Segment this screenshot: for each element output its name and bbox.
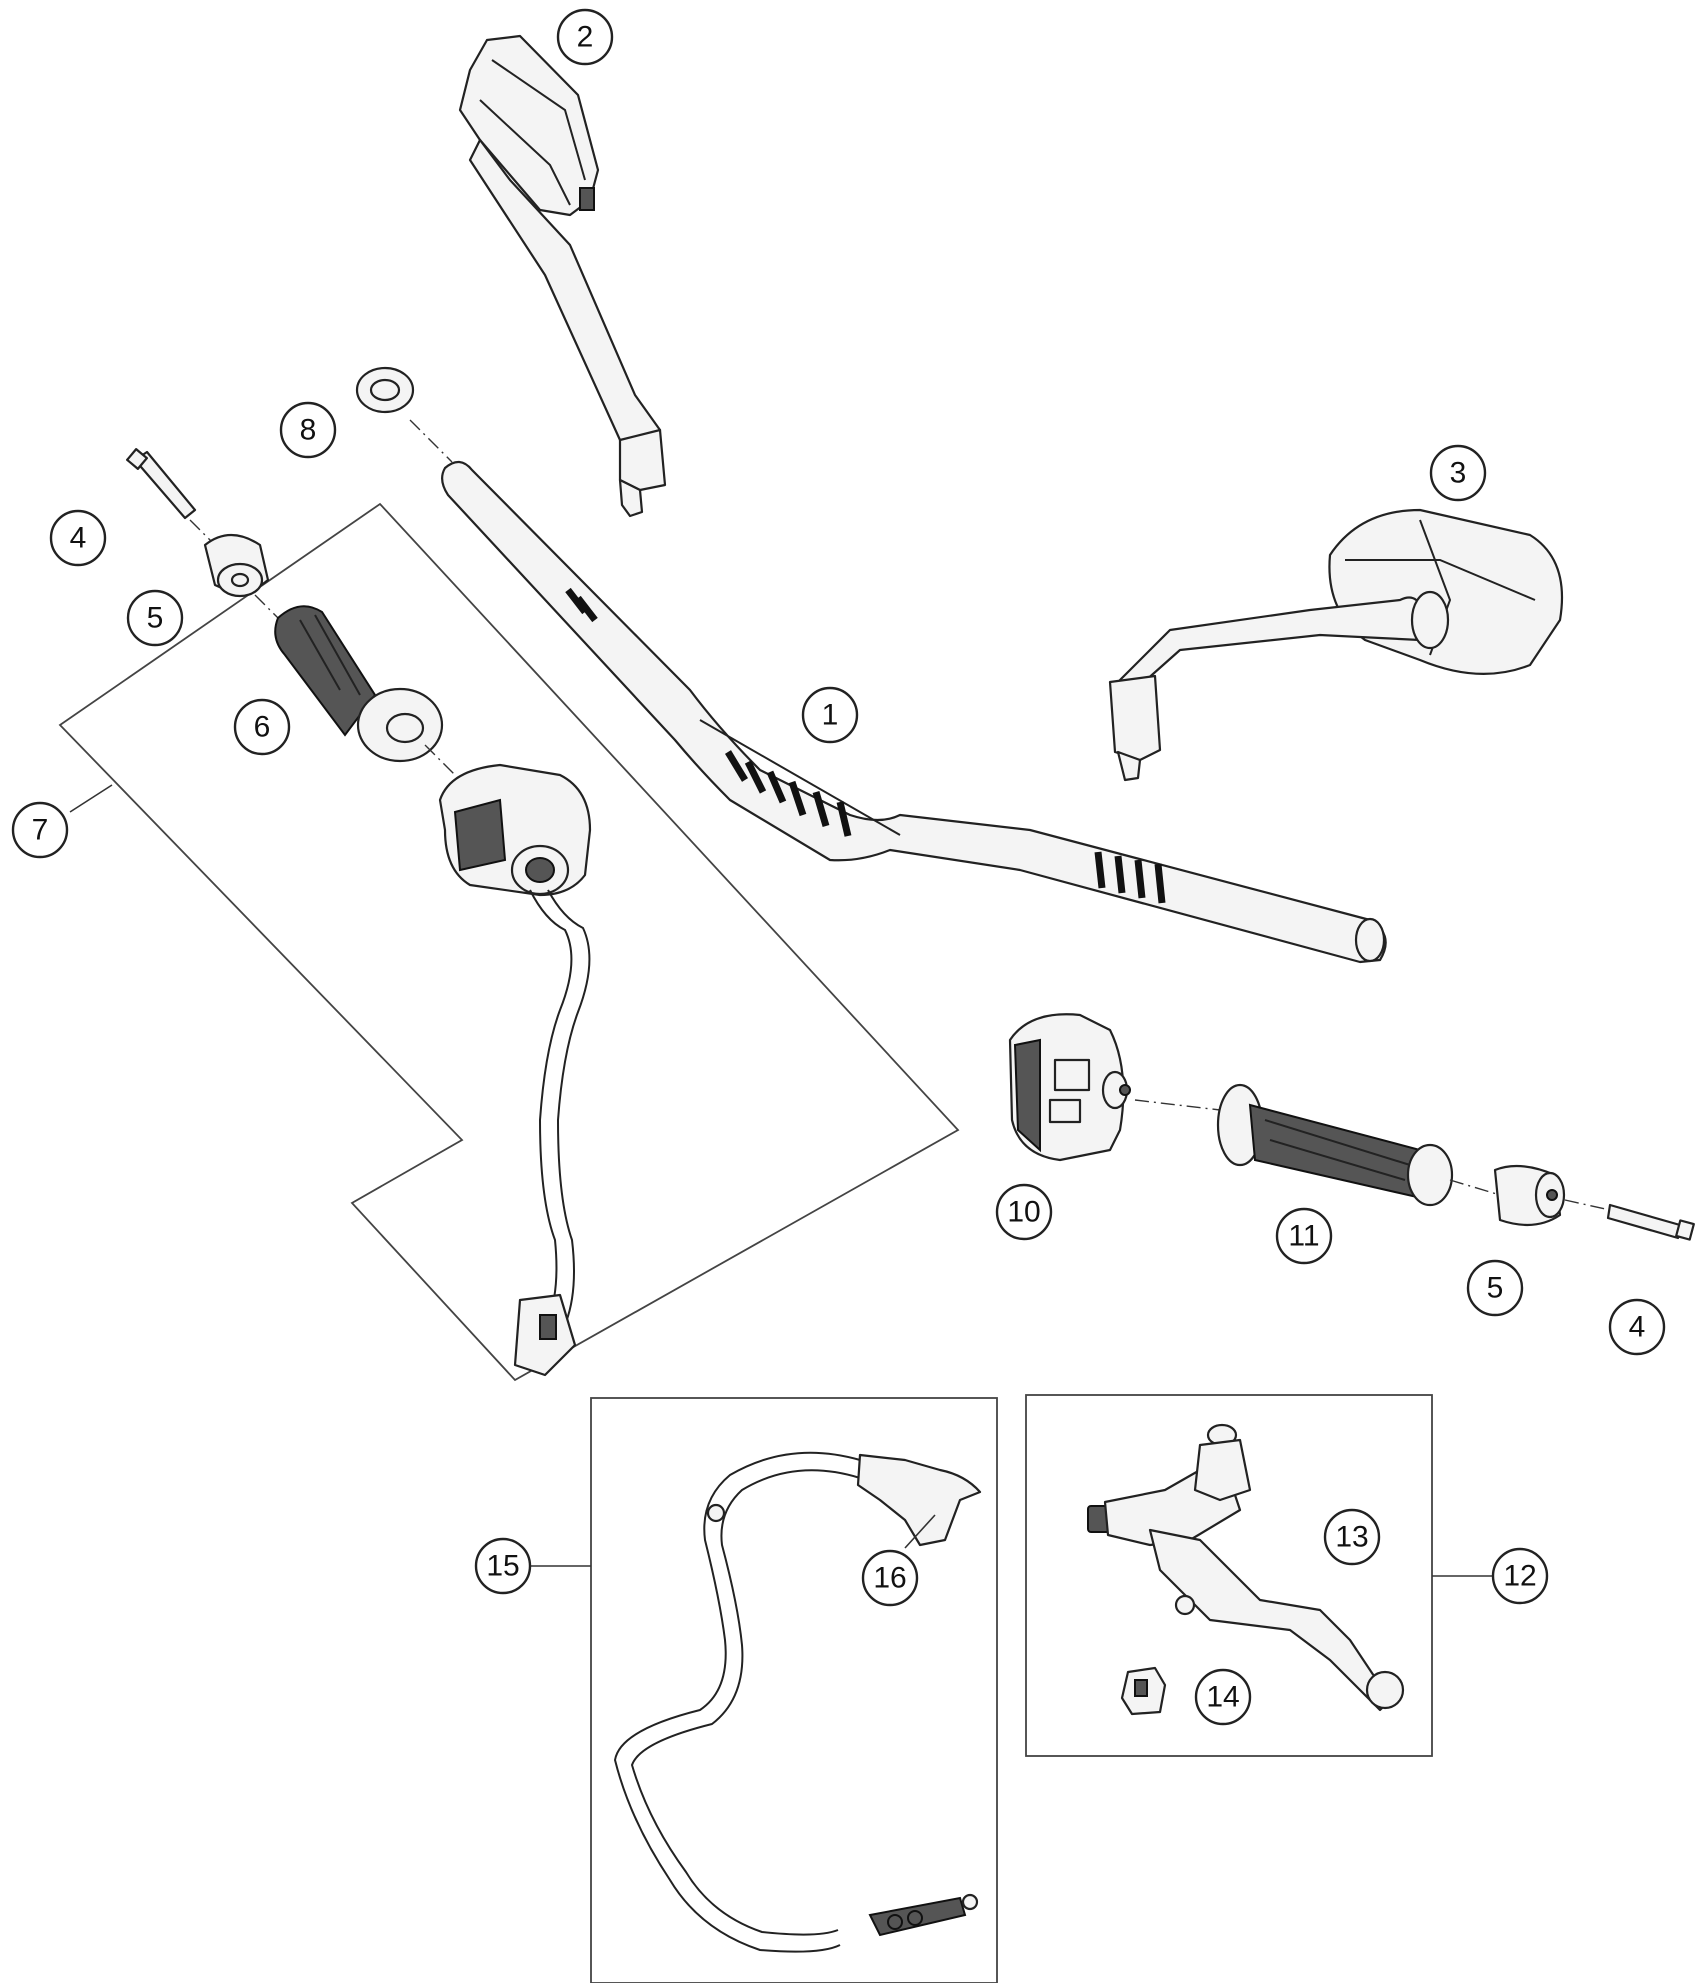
switch-right bbox=[1008, 1013, 1131, 1162]
callout-5-left: 5 bbox=[126, 589, 184, 647]
lever-clamp bbox=[1120, 1666, 1167, 1716]
svg-text:14: 14 bbox=[1206, 1681, 1239, 1714]
svg-text:4: 4 bbox=[1629, 1311, 1646, 1344]
callout-4-left: 4 bbox=[49, 509, 107, 567]
group-outline-7 bbox=[58, 502, 960, 1382]
centerline-5-right bbox=[1564, 1199, 1611, 1211]
mirror-right bbox=[1108, 508, 1564, 782]
leader-16 bbox=[904, 1514, 936, 1549]
centerline-8 bbox=[409, 419, 453, 463]
svg-text:11: 11 bbox=[1288, 1220, 1319, 1253]
grip-left bbox=[274, 605, 444, 763]
svg-text:3: 3 bbox=[1450, 457, 1467, 490]
handlebar bbox=[441, 460, 1387, 964]
callout-14: 14 bbox=[1194, 1668, 1252, 1726]
svg-text:7: 7 bbox=[32, 814, 49, 847]
svg-text:6: 6 bbox=[254, 711, 271, 744]
callout-4-right: 4 bbox=[1608, 1298, 1666, 1356]
centerline-10 bbox=[1134, 1099, 1221, 1111]
centerline-11 bbox=[1449, 1179, 1501, 1196]
callout-13: 13 bbox=[1323, 1508, 1381, 1566]
svg-text:5: 5 bbox=[147, 602, 164, 635]
clutch-lever-assembly bbox=[1087, 1423, 1405, 1712]
svg-text:2: 2 bbox=[577, 21, 594, 54]
callout-1: 1 bbox=[801, 686, 859, 744]
callout-10: 10 bbox=[995, 1183, 1053, 1241]
svg-text:15: 15 bbox=[486, 1550, 519, 1583]
switch-assembly-left bbox=[438, 763, 592, 1377]
bar-end-screw-right bbox=[1606, 1203, 1695, 1241]
svg-text:16: 16 bbox=[873, 1562, 906, 1595]
svg-text:1: 1 bbox=[822, 699, 839, 732]
group-frame-15 bbox=[590, 1397, 998, 1983]
bar-end-weight-right bbox=[1493, 1164, 1566, 1227]
callout-5-right: 5 bbox=[1466, 1259, 1524, 1317]
clutch-cable-assembly bbox=[613, 1451, 982, 1953]
centerline-6 bbox=[424, 744, 461, 781]
callout-16: 16 bbox=[861, 1549, 919, 1607]
bar-end-screw-left bbox=[126, 448, 197, 520]
svg-text:5: 5 bbox=[1487, 1272, 1504, 1305]
svg-text:13: 13 bbox=[1335, 1521, 1368, 1554]
callout-15: 15 bbox=[474, 1537, 532, 1595]
svg-text:4: 4 bbox=[70, 522, 87, 555]
callout-12: 12 bbox=[1491, 1547, 1549, 1605]
mirror-left bbox=[458, 34, 667, 518]
bar-end-cap bbox=[355, 366, 415, 414]
callout-7: 7 bbox=[11, 801, 69, 859]
svg-text:10: 10 bbox=[1007, 1196, 1040, 1229]
leader-7 bbox=[69, 784, 113, 813]
svg-text:12: 12 bbox=[1503, 1560, 1536, 1593]
bar-end-weight-left bbox=[203, 533, 270, 598]
callout-2: 2 bbox=[556, 8, 614, 66]
callout-6: 6 bbox=[233, 698, 291, 756]
callout-11: 11 bbox=[1275, 1207, 1333, 1265]
callout-8: 8 bbox=[279, 401, 337, 459]
grip-right bbox=[1216, 1083, 1454, 1207]
svg-text:8: 8 bbox=[300, 414, 317, 447]
callout-3: 3 bbox=[1429, 444, 1487, 502]
